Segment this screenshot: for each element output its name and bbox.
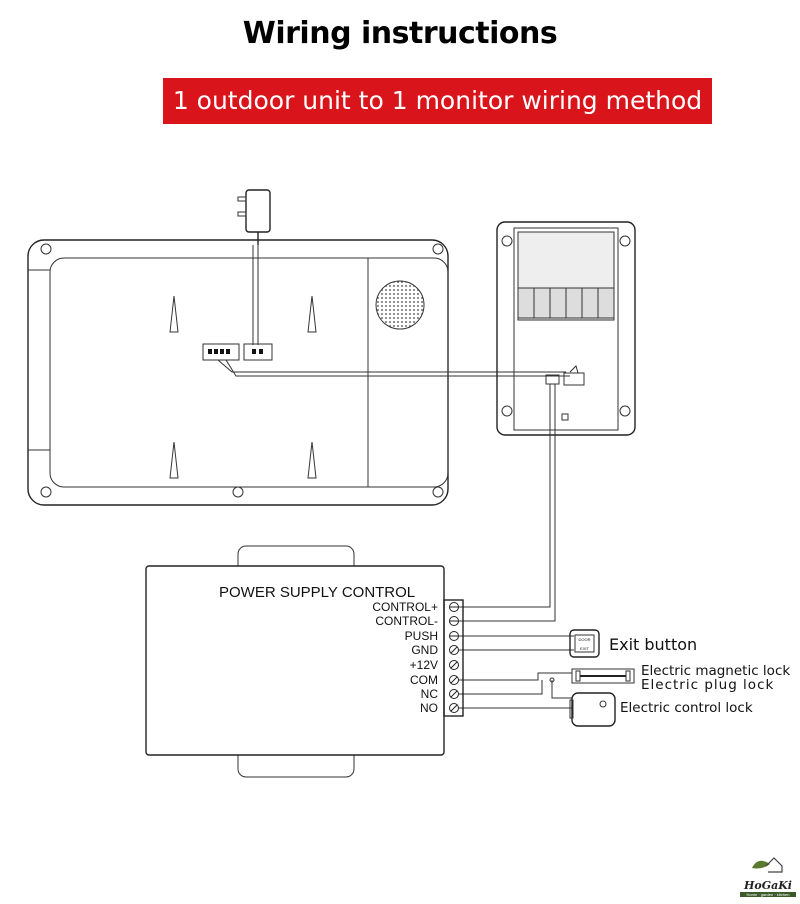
terminal-label: CONTROL- [375, 614, 438, 628]
page-title: Wiring instructions [242, 16, 558, 51]
terminal-label: COM [410, 673, 438, 687]
method-banner: 1 outdoor unit to 1 monitor wiring metho… [163, 78, 712, 124]
control-lock-icon [569, 692, 616, 727]
control-lock-label: Electric control lock [620, 700, 753, 716]
terminal-label: PUSH [405, 629, 438, 643]
terminal-label: GND [411, 643, 438, 657]
magnetic-lock-label: Electric magnetic lock [641, 663, 790, 679]
wires [217, 359, 579, 709]
terminal-label: +12V [410, 658, 438, 672]
house-leaf-icon [752, 857, 783, 873]
magnetic-lock-icon [571, 668, 635, 684]
exit-button-icon: DOOR EXIT [569, 629, 600, 658]
terminal-label: NO [420, 701, 438, 715]
logo-tagline: Home · garden · kitchen [740, 892, 796, 897]
hogaki-logo: HoGaKi Home · garden · kitchen [740, 852, 796, 897]
power-supply-title: POWER SUPPLY CONTROL [219, 584, 415, 601]
plug-lock-label: Electric plug lock [641, 677, 774, 693]
power-supply-control: POWER SUPPLY CONTROL CONTROL+CONTROL-PUS… [145, 545, 464, 778]
outdoor-unit [496, 221, 636, 436]
terminal-label: CONTROL+ [372, 600, 438, 614]
svg-text:DOOR: DOOR [579, 637, 591, 642]
terminal-label: NC [421, 687, 439, 701]
logo-name: HoGaKi [744, 879, 792, 892]
power-adapter-icon [237, 189, 271, 345]
exit-button-label: Exit button [609, 635, 697, 654]
svg-text:EXIT: EXIT [580, 646, 589, 651]
